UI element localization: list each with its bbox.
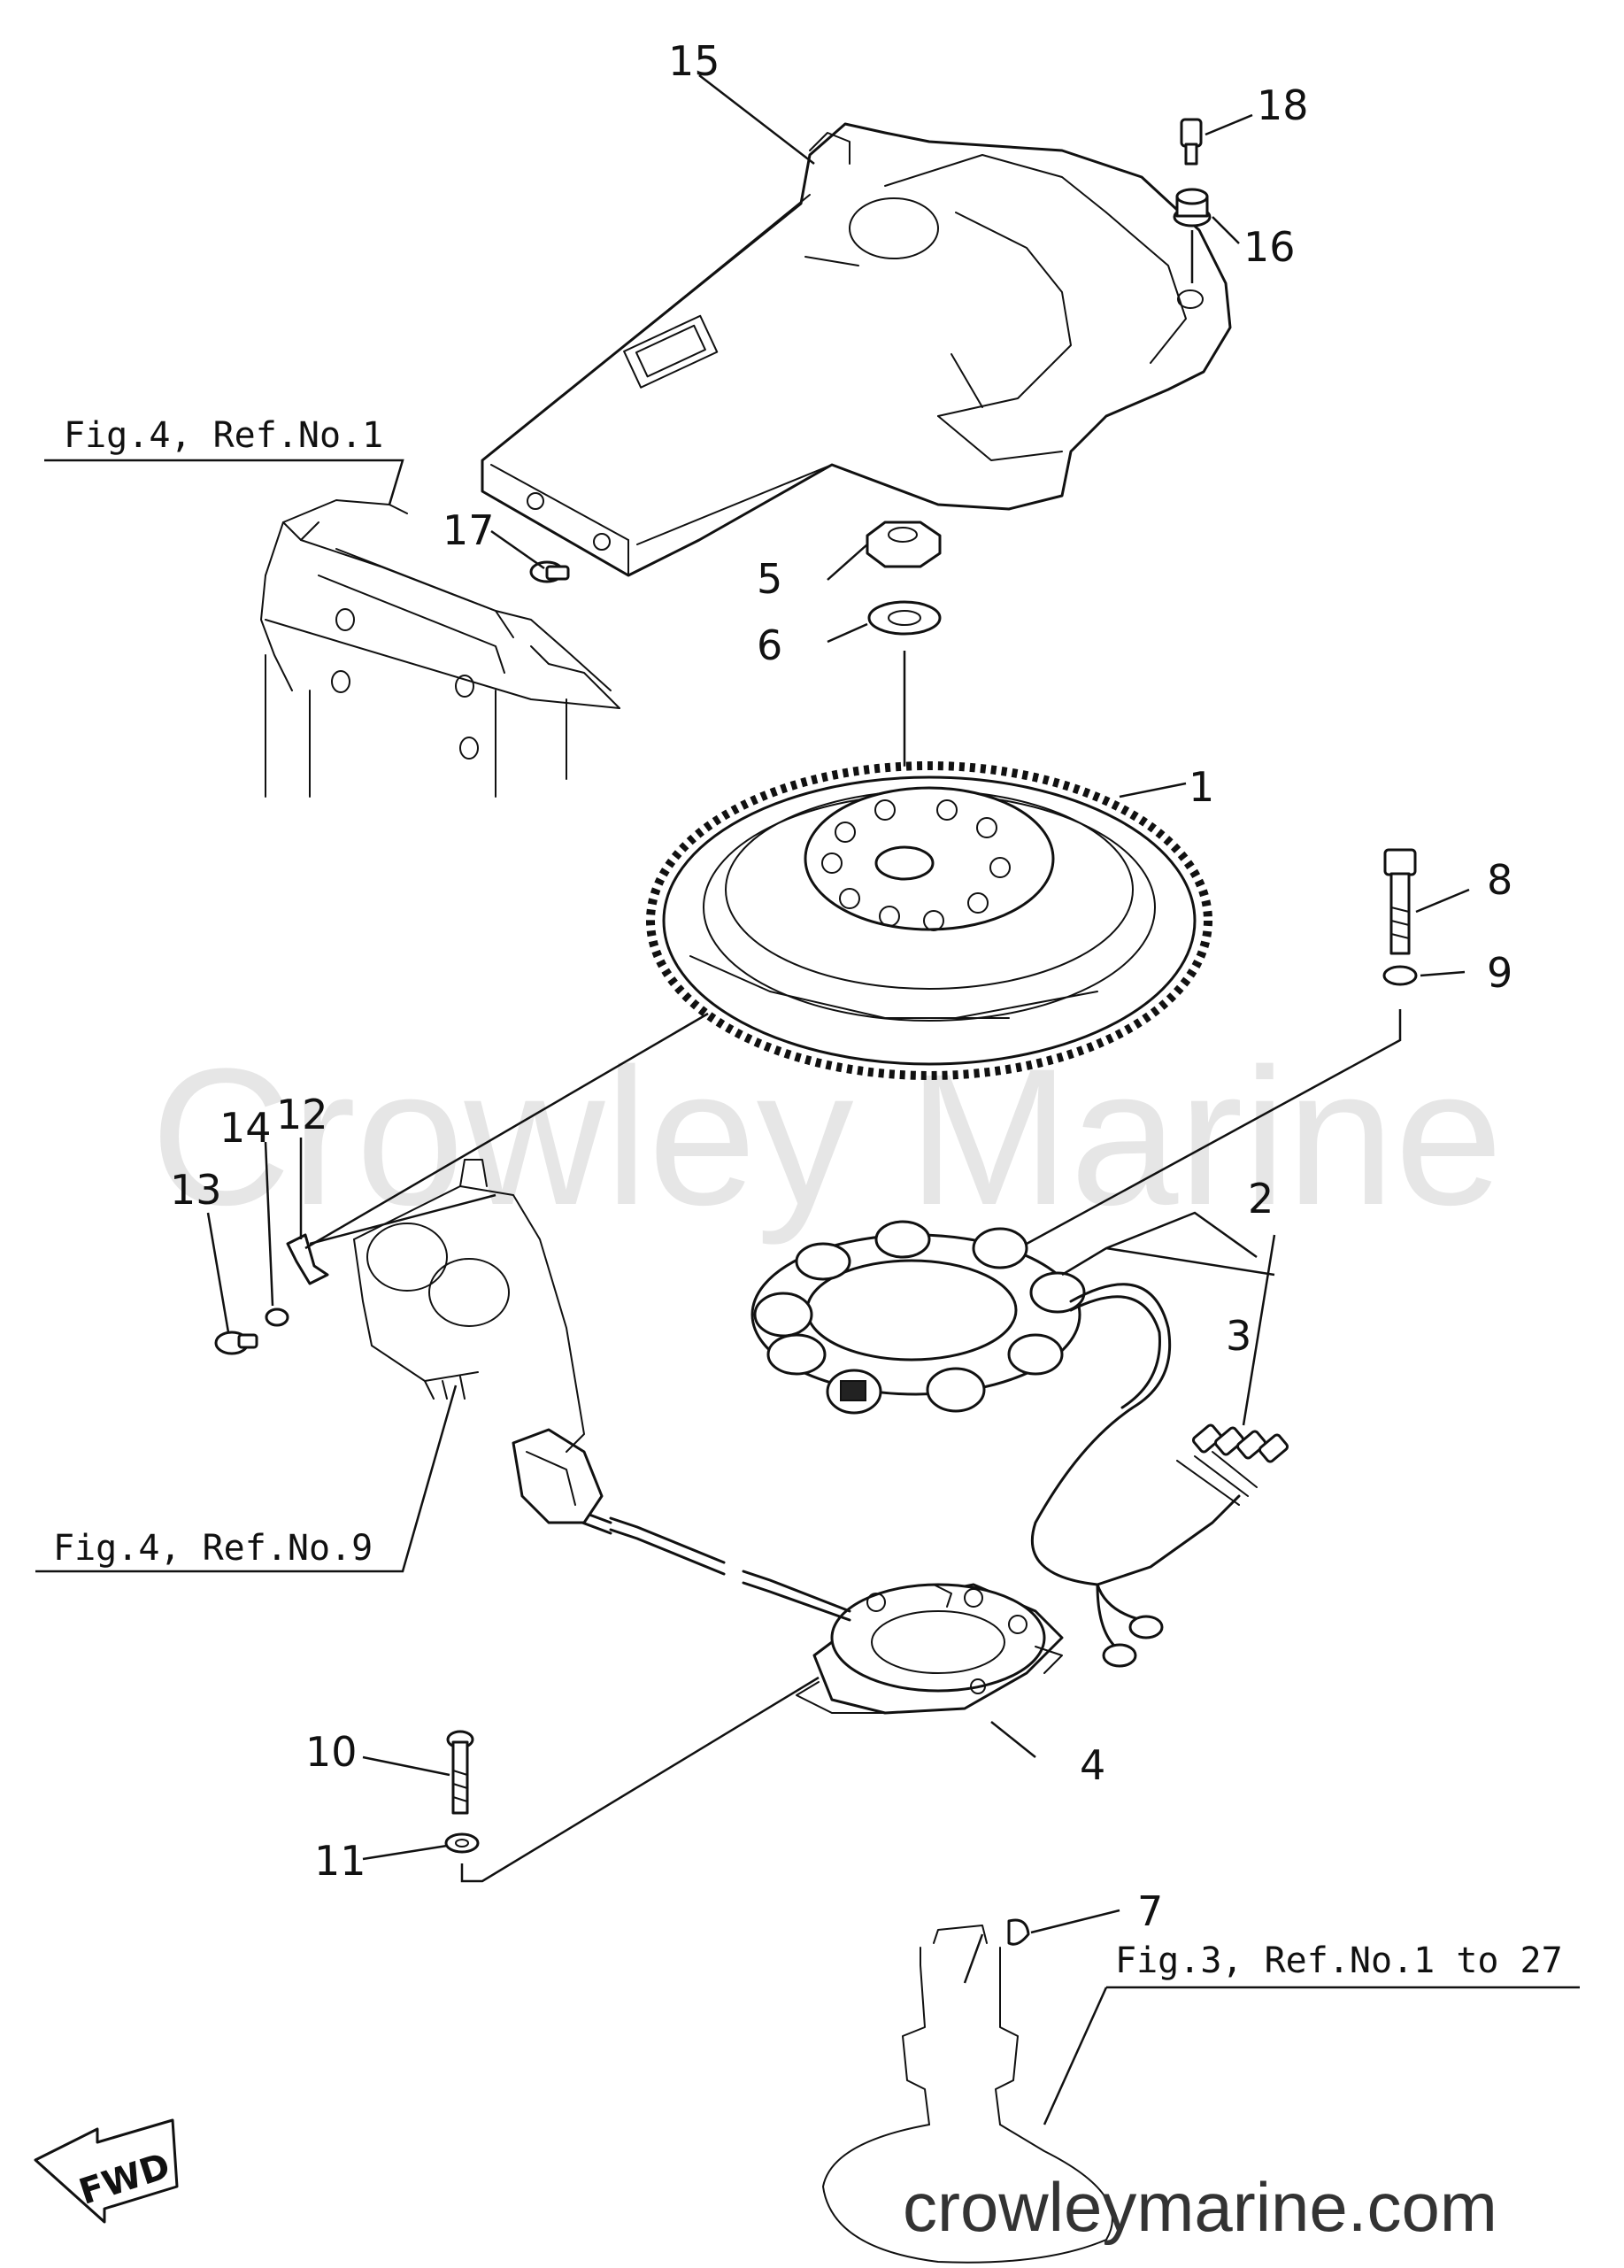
callout-13: 13 [170,1166,222,1214]
screw-17 [529,560,570,583]
forward-arrow-icon: FWD [34,2118,179,2224]
wire-harness-3 [1030,1283,1289,1668]
callout-labels: 1 2 3 4 5 6 7 8 9 10 11 12 13 14 15 16 1… [170,37,1512,1935]
upper-left-housing [260,499,620,798]
callout-7: 7 [1137,1887,1163,1935]
flywheel-1 [646,761,1212,1080]
ref-fig4-ref9: Fig.4, Ref.No.9 [53,1528,373,1569]
washer-11 [444,1832,480,1854]
bolt-8 [1383,848,1417,955]
flywheel-cover [481,122,1232,577]
callout-3: 3 [1226,1312,1251,1360]
callout-10: 10 [305,1728,358,1776]
pin-18 [1180,118,1203,166]
ref-fig3-ref1-27: Fig.3, Ref.No.1 to 27 [1115,1940,1563,1981]
screw-10 [446,1730,474,1815]
callout-2: 2 [1248,1175,1274,1223]
callout-12: 12 [276,1091,328,1138]
callout-6: 6 [757,621,782,669]
callout-9: 9 [1487,949,1512,997]
washer-6 [867,600,942,636]
callout-15: 15 [668,37,720,85]
callout-17: 17 [443,506,495,554]
key-7 [1007,1918,1030,1946]
callout-11: 11 [314,1837,366,1885]
crankshaft [822,1925,1113,2264]
washer-14 [265,1308,289,1327]
grommet-16 [1173,188,1212,228]
pulser-coil-4 [796,1583,1064,1715]
washer-9 [1382,965,1418,986]
callout-5: 5 [757,555,782,603]
clip-12 [286,1233,329,1285]
callout-16: 16 [1243,223,1296,271]
stator-2 [750,1220,1086,1415]
leader-lines [35,74,1580,2125]
callout-1: 1 [1189,763,1214,811]
pulser-cable-connector [512,1428,851,1622]
footer-watermark: crowleymarine.com [903,2168,1497,2246]
screw-13 [214,1331,258,1355]
callout-8: 8 [1487,856,1512,904]
nut-5 [866,521,942,568]
callout-4: 4 [1080,1741,1105,1789]
callout-14: 14 [219,1104,272,1152]
ref-fig4-ref1: Fig.4, Ref.No.1 [64,415,383,456]
callout-18: 18 [1257,81,1309,129]
ignition-bracket [353,1159,585,1453]
